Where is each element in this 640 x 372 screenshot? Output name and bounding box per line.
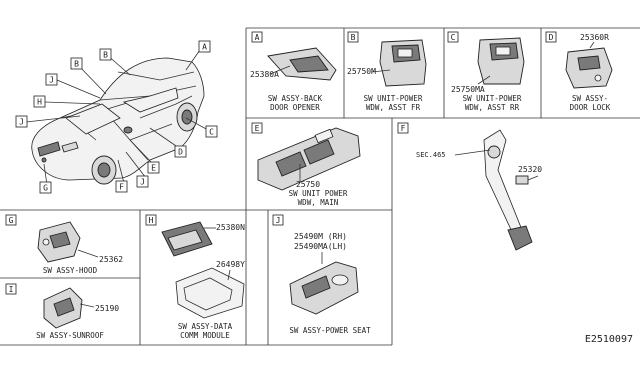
svg-text:25380N: 25380N xyxy=(216,223,245,232)
panel-C: C 25750MA SW UNIT-POWER WDW, ASST RR xyxy=(447,31,525,112)
callout-C: C xyxy=(205,125,218,138)
panel-I: I 25190 SW ASSY-SUNROOF xyxy=(5,283,119,340)
svg-text:25190: 25190 xyxy=(95,304,119,313)
svg-text:25380A: 25380A xyxy=(250,70,279,79)
callout-B2: B xyxy=(70,57,83,70)
svg-text:D: D xyxy=(178,148,183,157)
brake-pedal-pad xyxy=(507,225,533,251)
diagram-code: E2510097 xyxy=(585,334,633,345)
svg-text:F: F xyxy=(401,124,406,133)
callout-J-left: J xyxy=(15,115,28,128)
svg-text:DOOR LOCK: DOOR LOCK xyxy=(570,103,611,112)
callout-F: F xyxy=(115,180,128,193)
svg-text:SW ASSY-SUNROOF: SW ASSY-SUNROOF xyxy=(36,331,104,340)
data-comm-module-bracket xyxy=(175,267,245,319)
svg-text:E: E xyxy=(255,124,260,133)
svg-text:WDW, MAIN: WDW, MAIN xyxy=(298,198,339,207)
svg-text:25362: 25362 xyxy=(99,255,123,264)
svg-text:A: A xyxy=(202,43,207,52)
svg-text:J: J xyxy=(19,118,24,127)
svg-text:SEC.465: SEC.465 xyxy=(416,151,446,159)
svg-text:25490MA(LH): 25490MA(LH) xyxy=(294,242,347,251)
svg-text:C: C xyxy=(209,128,214,137)
callout-J-bottom: J xyxy=(136,175,149,188)
svg-text:SW UNIT-POWER: SW UNIT-POWER xyxy=(364,94,423,103)
svg-text:WDW, ASST RR: WDW, ASST RR xyxy=(465,103,520,112)
svg-text:H: H xyxy=(37,98,42,107)
svg-text:B: B xyxy=(351,33,356,42)
svg-text:COMM MODULE: COMM MODULE xyxy=(180,331,230,340)
panel-D: D 25360R SW ASSY- DOOR LOCK xyxy=(545,31,613,112)
callout-G: G xyxy=(39,181,52,194)
panel-grid xyxy=(0,27,640,346)
svg-text:25320: 25320 xyxy=(518,165,542,174)
svg-text:WDW, ASST FR: WDW, ASST FR xyxy=(366,103,421,112)
callout-E: E xyxy=(147,161,160,174)
callout-H: H xyxy=(33,95,46,108)
svg-text:25490M (RH): 25490M (RH) xyxy=(294,232,347,241)
svg-text:25750MA: 25750MA xyxy=(451,85,485,94)
svg-text:H: H xyxy=(149,216,154,225)
svg-text:DOOR OPENER: DOOR OPENER xyxy=(270,103,320,112)
vehicle-side-window xyxy=(122,87,179,113)
svg-text:A: A xyxy=(255,33,260,42)
svg-text:F: F xyxy=(119,183,124,192)
svg-text:SW ASSY-: SW ASSY- xyxy=(572,94,608,103)
stop-lamp-switch xyxy=(515,175,529,185)
panel-A: A 25380A SW ASSY-BACK DOOR OPENER xyxy=(250,31,337,112)
vehicle-overview: A B B J H J C D E J F G xyxy=(15,40,218,194)
svg-text:SW ASSY-POWER SEAT: SW ASSY-POWER SEAT xyxy=(289,326,371,335)
svg-text:B: B xyxy=(103,51,108,60)
vehicle-windshield xyxy=(65,103,121,135)
callout-D: D xyxy=(174,145,187,158)
panel-E: E 25750 SW UNIT POWER WDW, MAIN xyxy=(251,122,361,207)
svg-text:I: I xyxy=(9,285,14,294)
panel-H: H 25380N 26498Y SW ASSY-DATA COMM MODULE xyxy=(145,214,245,340)
panel-G: G 25362 SW ASSY-HOOD xyxy=(5,214,123,275)
callout-B: B xyxy=(99,48,112,61)
svg-text:SW ASSY-DATA: SW ASSY-DATA xyxy=(178,322,233,331)
panel-B: B 25750M SW UNIT-POWER WDW, ASST FR xyxy=(347,31,427,112)
svg-text:SW ASSY-HOOD: SW ASSY-HOOD xyxy=(43,266,98,275)
svg-text:D: D xyxy=(549,33,554,42)
callout-A: A xyxy=(198,40,211,53)
svg-text:SW UNIT POWER: SW UNIT POWER xyxy=(289,189,348,198)
svg-text:J: J xyxy=(276,216,281,225)
svg-text:J: J xyxy=(49,76,54,85)
svg-text:G: G xyxy=(43,184,48,193)
svg-text:C: C xyxy=(451,33,456,42)
svg-text:G: G xyxy=(9,216,14,225)
panel-J: J 25490M (RH) 25490MA(LH) SW ASSY-POWER … xyxy=(272,214,371,335)
svg-text:25360R: 25360R xyxy=(580,33,609,42)
callout-J-top: J xyxy=(45,73,58,86)
svg-text:J: J xyxy=(140,178,145,187)
svg-text:25750: 25750 xyxy=(296,180,320,189)
svg-text:E: E xyxy=(151,164,156,173)
svg-text:25750M: 25750M xyxy=(347,67,376,76)
svg-text:SW ASSY-BACK: SW ASSY-BACK xyxy=(268,94,323,103)
svg-text:B: B xyxy=(74,60,79,69)
svg-text:26498Y: 26498Y xyxy=(216,260,245,269)
svg-text:SW UNIT-POWER: SW UNIT-POWER xyxy=(463,94,522,103)
panel-F: F SEC.465 25320 xyxy=(397,122,542,251)
